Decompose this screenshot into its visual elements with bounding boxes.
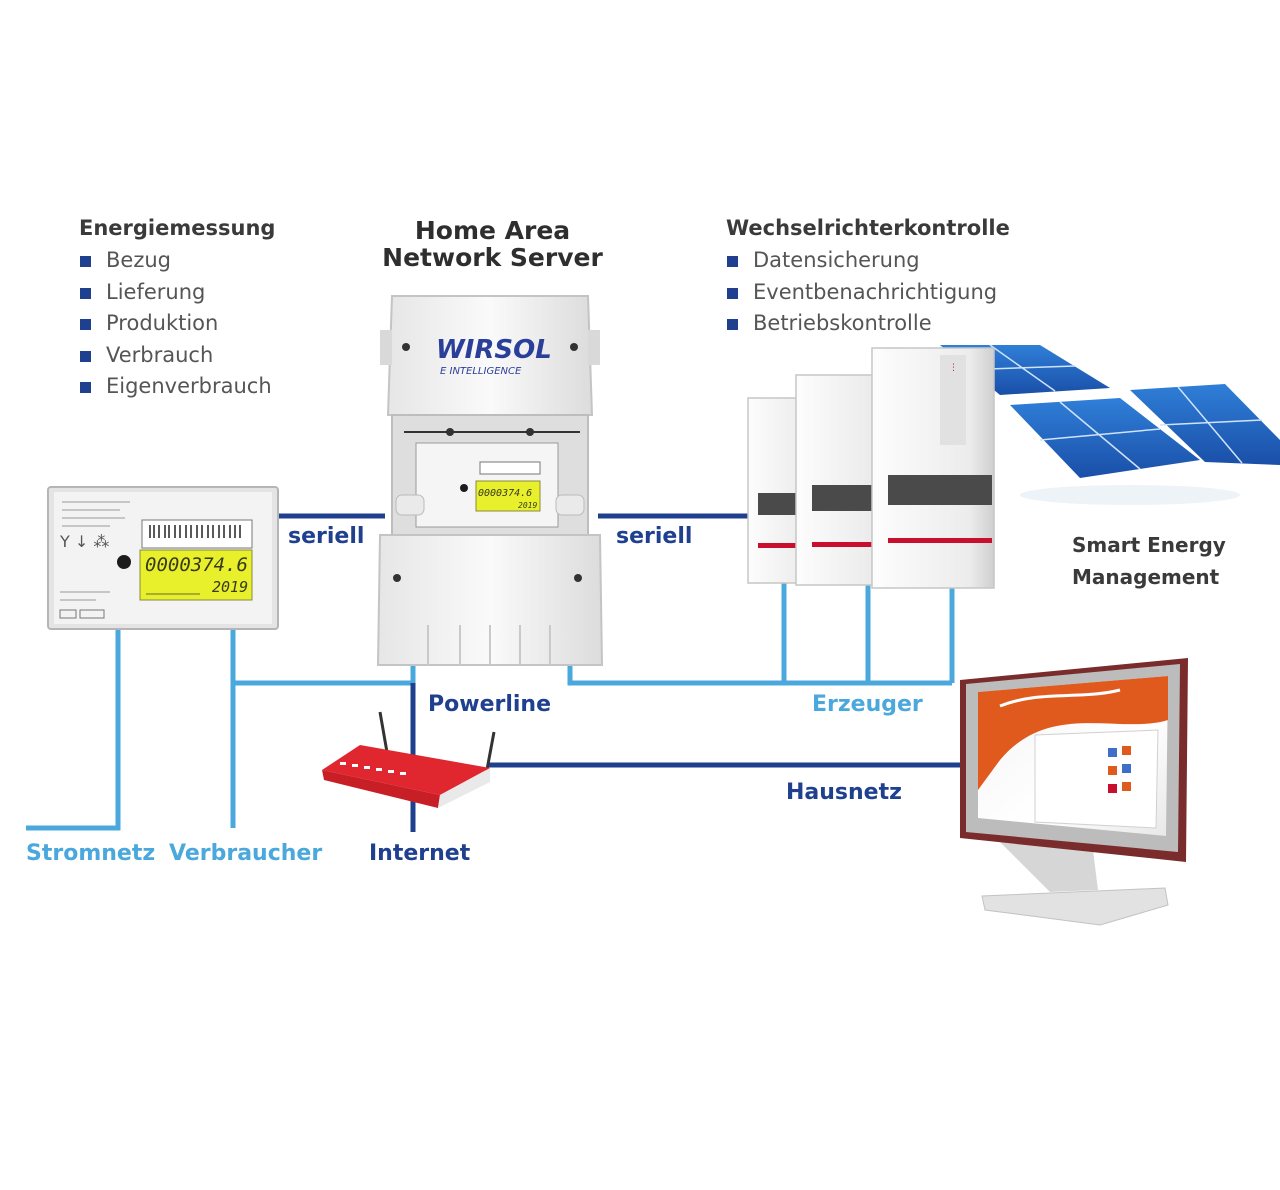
list-item: Eigenverbrauch	[80, 371, 272, 403]
svg-text:Y ↓ ⁂: Y ↓ ⁂	[59, 532, 109, 551]
bullet-square-icon	[727, 287, 738, 299]
seriell-label-left: seriell	[288, 524, 365, 549]
list-item: Datensicherung	[727, 245, 997, 277]
home-area-network-server: WIRSOL E INTELLIGENCE 0000374.6 2019	[376, 295, 604, 666]
svg-text:2019: 2019	[518, 501, 537, 510]
bullet-square-icon	[80, 319, 91, 330]
server-title: Home Area Network Server	[382, 216, 603, 272]
hausnetz-label: Hausnetz	[786, 780, 902, 805]
powerline-label: Powerline	[428, 692, 551, 717]
connection-lines	[26, 513, 968, 832]
erzeuger-label: Erzeuger	[812, 692, 923, 717]
bullet-square-icon	[80, 382, 91, 393]
powerline-line	[233, 665, 416, 686]
inverter-3: ⋮	[871, 347, 995, 589]
list-item: Eventbenachrichtigung	[727, 277, 997, 309]
svg-text:0000374.6: 0000374.6	[478, 488, 532, 499]
energiemessung-list: Bezug Lieferung Produktion Verbrauch Eig…	[80, 245, 272, 403]
seriell-label-right: seriell	[616, 524, 693, 549]
internet-label: Internet	[369, 841, 471, 866]
energiemessung-title: Energiemessung	[79, 216, 276, 240]
bullet-square-icon	[80, 287, 91, 299]
wirsol-logo: WIRSOL	[436, 335, 552, 365]
stromnetz-label: Stromnetz	[26, 841, 156, 866]
router	[322, 711, 496, 808]
wirsol-subline: E INTELLIGENCE	[440, 366, 522, 377]
meter-reading: 0000374.6	[145, 554, 248, 576]
wechselrichterkontrolle-list: Datensicherung Eventbenachrichtigung Bet…	[727, 245, 997, 340]
list-item: Produktion	[80, 308, 272, 340]
list-item: Bezug	[80, 245, 272, 277]
meter-year: 2019	[212, 578, 248, 596]
list-item: Betriebskontrolle	[727, 308, 997, 340]
list-item: Lieferung	[80, 277, 272, 309]
stromnetz-line	[26, 628, 121, 831]
erzeuger-line	[567, 665, 952, 686]
energy-meter: Y ↓ ⁂ 0000374.6 2019	[47, 486, 279, 630]
verbraucher-label: Verbraucher	[169, 841, 323, 866]
bullet-square-icon	[727, 256, 738, 267]
list-item: Verbrauch	[80, 340, 272, 372]
bullet-square-icon	[80, 350, 91, 362]
bullet-square-icon	[727, 319, 738, 330]
inverters: ⋮	[747, 347, 995, 589]
svg-text:⋮: ⋮	[949, 363, 958, 373]
bullet-square-icon	[80, 256, 91, 267]
monitor	[960, 658, 1188, 926]
wechselrichterkontrolle-title: Wechselrichterkontrolle	[726, 216, 1010, 240]
smart-energy-management-label: Smart Energy Management	[1072, 533, 1226, 589]
